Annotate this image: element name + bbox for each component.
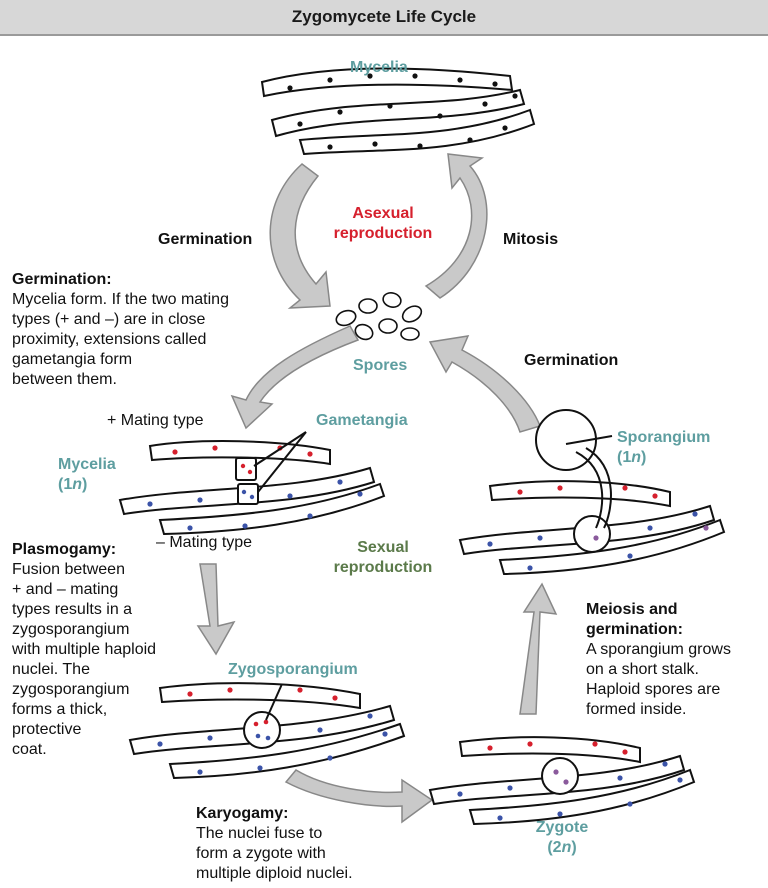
label-germination-left: Germination	[158, 231, 253, 248]
sporangium-stalk	[575, 447, 612, 529]
karyogamy-heading: Karyogamy:	[196, 805, 289, 822]
label-minus-mating-type: – Mating type	[156, 534, 253, 551]
label-sexual-reproduction: Sexual reproduction	[328, 538, 438, 578]
label-zygote: Zygote (2n)	[532, 818, 592, 858]
zygote-ploidy-open: (2	[547, 839, 562, 856]
paragraph-germination: Germination: Mycelia form. If the two ma…	[12, 270, 272, 390]
hyphae-zygosporangium	[128, 682, 406, 780]
label-mycelia-1n-line2: (1n)	[58, 475, 116, 495]
label-zygote-line1: Zygote	[535, 819, 589, 836]
label-spores: Spores	[353, 357, 408, 374]
sporangium-ploidy-close: )	[641, 449, 647, 466]
meiosis-text: A sporangium grows on a short stalk. Hap…	[586, 641, 731, 718]
label-mitosis: Mitosis	[503, 231, 559, 248]
label-mycelia-top: Mycelia	[350, 59, 408, 76]
label-sporangium: Sporangium (1n)	[617, 428, 710, 468]
label-asexual-line2: reproduction	[333, 225, 433, 242]
label-asexual-reproduction: Asexual reproduction	[328, 204, 438, 244]
sporangium-ploidy-n: n	[631, 449, 642, 466]
meiosis-heading-line1: Meiosis and	[586, 601, 678, 618]
mycelia-ploidy-open: (1	[58, 476, 73, 493]
hyphae-top	[260, 67, 536, 156]
label-gametangia: Gametangia	[316, 412, 408, 429]
label-zygote-line2: (2n)	[532, 838, 592, 858]
label-zygosporangium: Zygosporangium	[228, 661, 358, 678]
sporangium-pointer	[565, 435, 613, 445]
label-asexual-line1: Asexual	[352, 205, 414, 222]
nuclei-top	[287, 73, 518, 150]
plasmogamy-text: Fusion between + and – mating types resu…	[12, 561, 157, 758]
nuclei-zygote	[457, 741, 683, 821]
label-plus-mating-type: + Mating type	[107, 412, 204, 429]
zygote-ploidy-close: )	[571, 839, 577, 856]
label-sexual-line2: reproduction	[333, 559, 433, 576]
hyphae-gametangia	[118, 440, 386, 536]
arrow-sporangium-to-spores	[428, 335, 541, 433]
germination-text: Mycelia form. If the two mating types (+…	[12, 291, 229, 388]
karyogamy-text: The nuclei fuse to form a zygote with mu…	[196, 825, 353, 882]
label-sporangium-line2: (1n)	[617, 448, 710, 468]
arrow-meiosis-up	[519, 582, 558, 715]
arrow-mitosis-up	[424, 153, 488, 299]
label-mycelia-1n-line1: Mycelia	[58, 456, 116, 473]
paragraph-karyogamy: Karyogamy: The nuclei fuse to form a zyg…	[196, 804, 396, 884]
label-sexual-line1: Sexual	[357, 539, 409, 556]
label-germination-right: Germination	[524, 352, 619, 369]
hyphae-zygote	[428, 736, 696, 826]
arrow-spores-to-mycelia	[230, 325, 360, 430]
arrow-germination-down	[269, 163, 331, 309]
mycelia-ploidy-n: n	[72, 476, 83, 493]
mycelia-ploidy-close: )	[82, 476, 88, 493]
paragraph-plasmogamy: Plasmogamy: Fusion between + and – matin…	[12, 540, 187, 760]
zygote-ploidy-n: n	[561, 839, 572, 856]
nuclei-sporangium	[487, 485, 709, 571]
sporangium-ploidy-open: (1	[617, 449, 632, 466]
label-sporangium-line1: Sporangium	[617, 429, 711, 446]
diagram-title: Zygomycete Life Cycle	[0, 0, 768, 36]
spores-cluster	[335, 292, 423, 341]
meiosis-heading-line2: germination:	[586, 621, 683, 638]
nuclei-zygosporangium	[157, 687, 388, 775]
paragraph-meiosis: Meiosis and germination: A sporangium gr…	[586, 600, 761, 720]
germination-heading: Germination:	[12, 271, 112, 288]
gametangia-pointers	[253, 431, 307, 493]
plasmogamy-heading: Plasmogamy:	[12, 541, 117, 558]
arrow-plasmogamy-down	[196, 563, 236, 656]
zygosporangium-pointer	[265, 683, 283, 721]
label-mycelia-1n: Mycelia (1n)	[58, 455, 116, 495]
